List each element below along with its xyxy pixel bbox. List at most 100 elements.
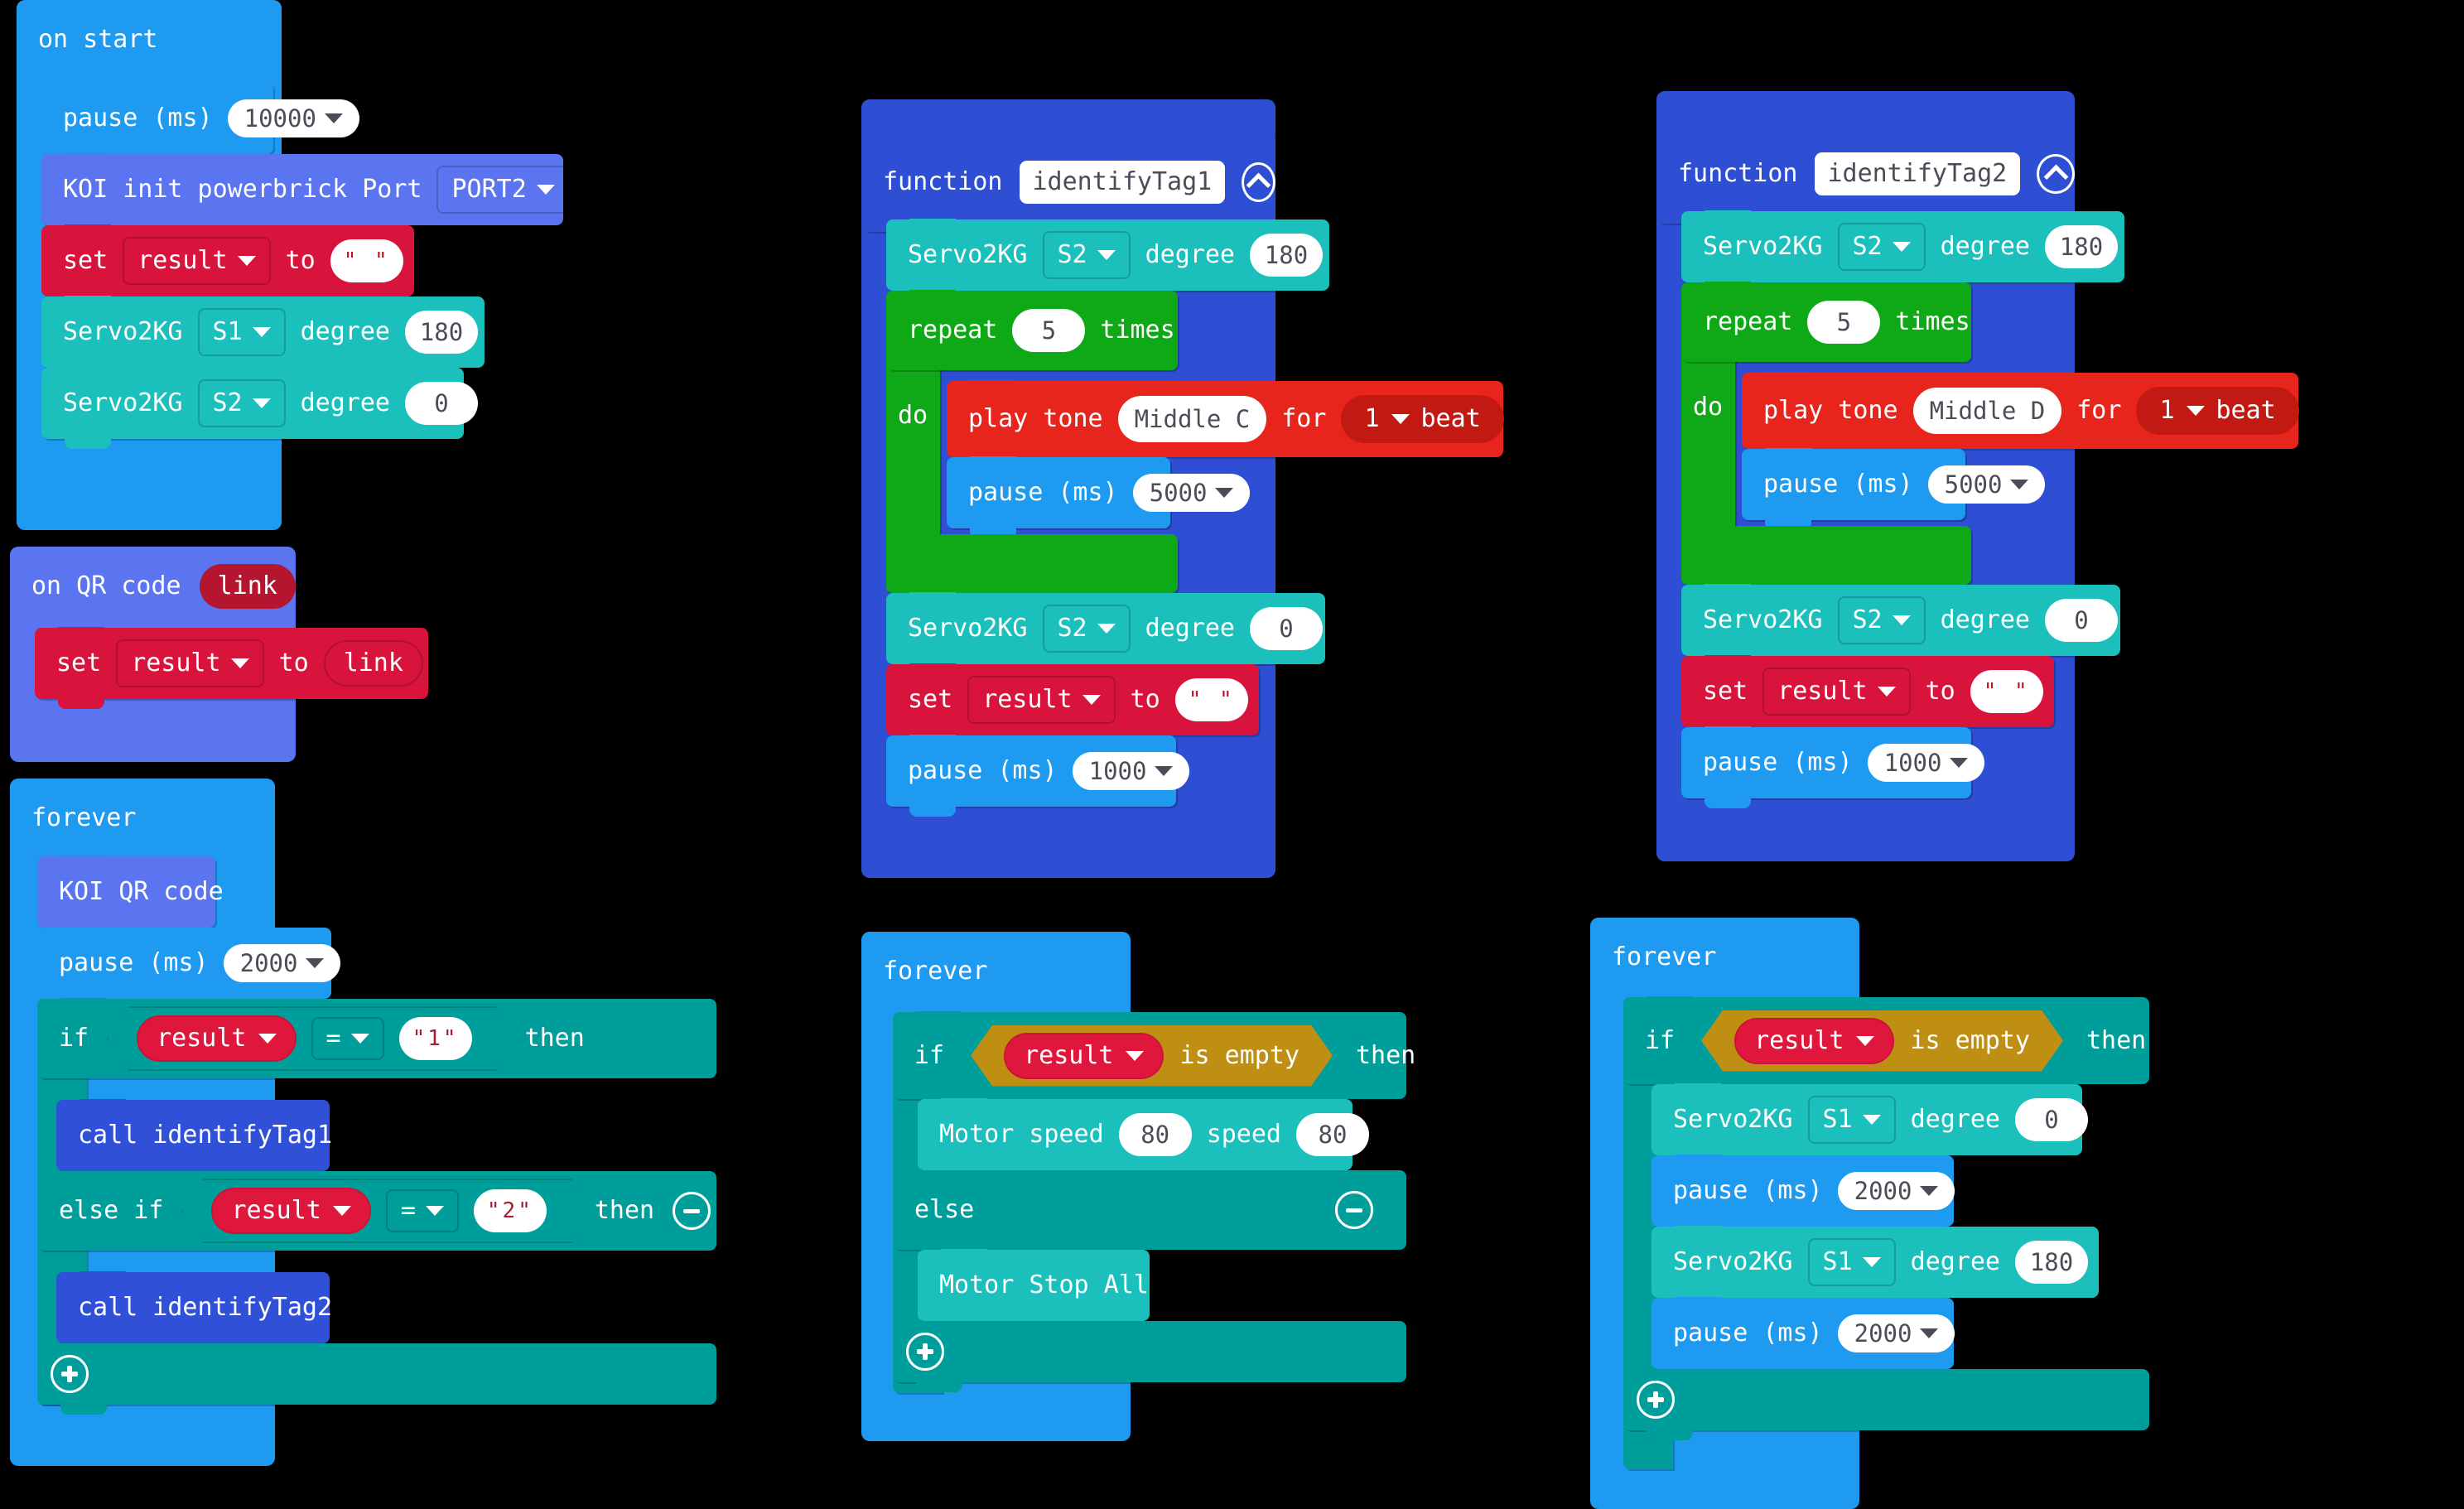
call-function-block[interactable]: call identifyTag1 — [56, 1099, 332, 1171]
if-branch-header[interactable]: if result = "1" then — [37, 999, 716, 1078]
koi-port-dropdown[interactable]: PORT2 — [436, 166, 570, 214]
servo-degree-field[interactable]: 0 — [405, 382, 478, 425]
koi-init-block[interactable]: KOI init powerbrick Port PORT2 — [41, 153, 570, 225]
koi-qr-code-block[interactable]: KOI QR code — [37, 856, 224, 928]
repeat-loop-header[interactable]: repeat 5 times — [886, 291, 1178, 370]
variable-name-dropdown[interactable]: result — [967, 676, 1116, 724]
servo-port-dropdown[interactable]: S2 — [1042, 231, 1131, 279]
servo-block[interactable]: Servo2KG S2 degree 180 — [886, 219, 1329, 291]
is-empty-condition[interactable]: result is empty — [971, 1025, 1333, 1087]
remove-branch-button[interactable] — [1335, 1191, 1373, 1229]
repeat-loop-header[interactable]: repeat 5 times — [1681, 282, 1971, 362]
servo-port-dropdown[interactable]: S2 — [1042, 605, 1131, 653]
servo-block[interactable]: Servo2KG S2 degree 0 — [41, 367, 478, 449]
servo-block[interactable]: Servo2KG S1 degree 180 — [41, 296, 485, 368]
variable-name-dropdown[interactable]: result — [116, 639, 264, 687]
repeat-count-field[interactable]: 5 — [1012, 309, 1086, 352]
call-function-block[interactable]: call identifyTag2 — [56, 1271, 332, 1343]
qr-link-parameter[interactable]: link — [199, 564, 296, 609]
servo-degree-field[interactable]: 180 — [1250, 234, 1323, 277]
servo-degree-field[interactable]: 180 — [405, 311, 478, 354]
servo-port-dropdown[interactable]: S2 — [197, 379, 286, 427]
servo-degree-field[interactable]: 180 — [2015, 1241, 2088, 1284]
variable-name-dropdown[interactable]: result — [1762, 668, 1911, 716]
pause-value-dropdown[interactable]: 2000 — [223, 944, 341, 982]
comparison-condition[interactable]: result = "2" — [181, 1179, 572, 1243]
function-name-field[interactable]: identifyTag1 — [1019, 161, 1226, 204]
servo-degree-field[interactable]: 0 — [2015, 1098, 2088, 1141]
set-variable-block[interactable]: set result to " " — [41, 224, 414, 296]
variable-reporter[interactable]: result — [211, 1188, 370, 1234]
pause-value-dropdown[interactable]: 2000 — [1837, 1172, 1955, 1210]
pause-block[interactable]: pause (ms) 2000 — [37, 927, 341, 999]
set-variable-block[interactable]: set result to " " — [886, 663, 1259, 735]
beat-dropdown[interactable]: 1 beat — [2136, 387, 2299, 435]
variable-reporter[interactable]: result — [137, 1015, 296, 1062]
pause-block[interactable]: pause (ms) 5000 — [1742, 448, 2046, 530]
add-branch-button[interactable] — [906, 1333, 944, 1371]
servo-port-dropdown[interactable]: S2 — [1837, 596, 1926, 644]
add-branch-button[interactable] — [1637, 1381, 1675, 1419]
pause-value-dropdown[interactable]: 10000 — [227, 99, 359, 137]
servo-port-dropdown[interactable]: S2 — [1837, 223, 1926, 271]
pause-block[interactable]: pause (ms) 5000 — [947, 456, 1251, 538]
pause-value-dropdown[interactable]: 1000 — [1072, 752, 1190, 790]
servo-degree-field[interactable]: 0 — [1250, 607, 1323, 650]
chevron-up-icon[interactable] — [2037, 154, 2075, 194]
servo-block[interactable]: Servo2KG S1 degree 180 — [1652, 1226, 2099, 1298]
set-variable-block[interactable]: set result to " " — [1681, 655, 2054, 727]
servo-block[interactable]: Servo2KG S1 degree 0 — [1652, 1083, 2088, 1155]
motor-speed-1-field[interactable]: 80 — [1118, 1113, 1192, 1156]
string-value-field[interactable]: " " — [1970, 670, 2043, 713]
if-branch-header[interactable]: if result is empty then — [1623, 997, 2149, 1084]
else-if-branch-header[interactable]: else if result = "2" then — [37, 1171, 716, 1251]
set-variable-block[interactable]: set result to link — [35, 627, 428, 709]
repeat-count-field[interactable]: 5 — [1807, 301, 1881, 344]
if-block-footer[interactable] — [37, 1343, 716, 1415]
beat-dropdown[interactable]: 1 beat — [1341, 395, 1504, 443]
motor-speed-block[interactable]: Motor speed 80 speed 80 — [918, 1098, 1369, 1170]
comparison-condition[interactable]: result = "1" — [107, 1006, 498, 1071]
if-branch-header[interactable]: if result is empty then — [893, 1012, 1415, 1099]
servo-block[interactable]: Servo2KG S2 degree 0 — [886, 592, 1325, 664]
add-branch-button[interactable] — [51, 1355, 89, 1393]
operator-dropdown[interactable]: = — [386, 1189, 459, 1232]
is-empty-condition[interactable]: result is empty — [1701, 1010, 2063, 1072]
pause-value-dropdown[interactable]: 1000 — [1867, 744, 1985, 782]
servo-block[interactable]: Servo2KG S2 degree 180 — [1681, 210, 2124, 282]
servo-port-dropdown[interactable]: S1 — [1807, 1096, 1896, 1144]
servo-degree-field[interactable]: 0 — [2045, 599, 2118, 642]
string-value-field[interactable]: " " — [330, 239, 403, 282]
variable-reporter[interactable]: result — [1004, 1033, 1163, 1079]
play-tone-block[interactable]: play tone Middle D for 1 beat — [1742, 372, 2299, 449]
compare-value-field[interactable]: "2" — [474, 1189, 547, 1232]
pause-block[interactable]: pause (ms) 2000 — [1652, 1155, 1955, 1227]
compare-value-field[interactable]: "1" — [399, 1017, 472, 1060]
if-block-footer[interactable] — [1623, 1369, 2149, 1440]
pause-value-dropdown[interactable]: 5000 — [1927, 465, 2046, 504]
servo-port-dropdown[interactable]: S1 — [1807, 1238, 1896, 1286]
remove-branch-button[interactable] — [673, 1192, 711, 1230]
servo-degree-field[interactable]: 180 — [2045, 225, 2118, 268]
variable-reporter[interactable]: result — [1734, 1018, 1893, 1064]
motor-speed-2-field[interactable]: 80 — [1296, 1113, 1369, 1156]
motor-stop-all-block[interactable]: Motor Stop All — [918, 1249, 1150, 1321]
pause-block[interactable]: pause (ms) 2000 — [1652, 1297, 1955, 1379]
tone-note-field[interactable]: Middle D — [1912, 388, 2062, 434]
link-reporter[interactable]: link — [323, 640, 423, 687]
servo-block[interactable]: Servo2KG S2 degree 0 — [1681, 584, 2120, 656]
pause-block[interactable]: pause (ms) 1000 — [886, 735, 1190, 817]
function-name-field[interactable]: identifyTag2 — [1814, 152, 2021, 195]
function-header[interactable]: function identifyTag1 — [861, 133, 1275, 232]
else-branch-header[interactable]: else — [893, 1170, 1406, 1250]
pause-block[interactable]: pause (ms) 1000 — [1681, 726, 1985, 808]
if-block-footer[interactable] — [893, 1321, 1406, 1392]
function-header[interactable]: function identifyTag2 — [1656, 124, 2075, 224]
chevron-up-icon[interactable] — [1242, 162, 1275, 202]
pause-value-dropdown[interactable]: 2000 — [1837, 1314, 1955, 1352]
pause-block[interactable]: pause (ms) 10000 — [41, 82, 359, 154]
pause-value-dropdown[interactable]: 5000 — [1132, 474, 1251, 512]
string-value-field[interactable]: " " — [1174, 678, 1248, 721]
servo-port-dropdown[interactable]: S1 — [197, 308, 286, 356]
